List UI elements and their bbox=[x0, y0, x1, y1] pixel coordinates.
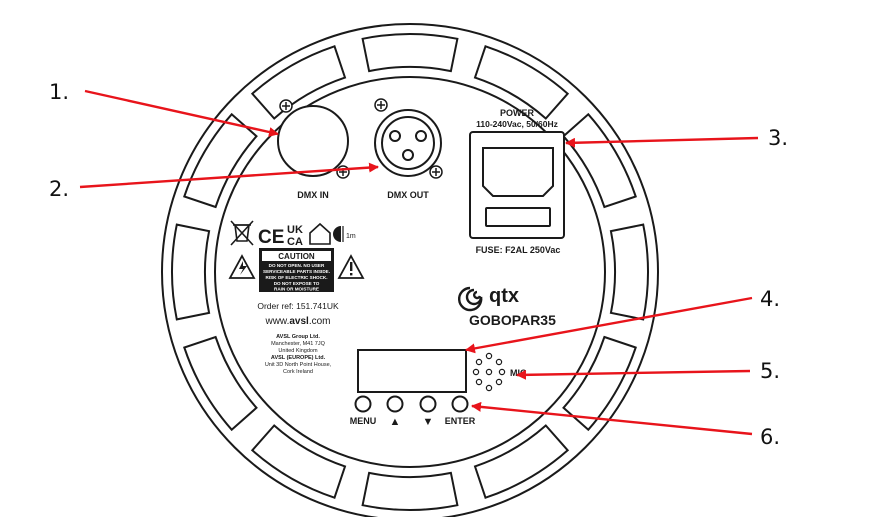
callout-5: 5. bbox=[760, 359, 780, 383]
menu-button[interactable]: MENU bbox=[350, 395, 377, 427]
qtx-logo-icon bbox=[458, 286, 483, 312]
address-line: AVSL (EUROPE) Ltd. bbox=[271, 355, 326, 361]
ce-mark-icon: CE bbox=[258, 227, 284, 248]
enter-button[interactable]: ENTER bbox=[445, 395, 476, 427]
mic-grille bbox=[472, 352, 506, 392]
iec-socket-icon bbox=[469, 131, 565, 239]
dmx-in-label: DMX IN bbox=[297, 190, 329, 200]
caution-line: SERVICEABLE PARTS INSIDE. bbox=[263, 269, 330, 274]
inner-face bbox=[214, 76, 606, 468]
logo-text: qtx bbox=[489, 285, 519, 307]
arrow-2 bbox=[79, 162, 379, 189]
callout-arrows bbox=[79, 89, 759, 436]
caution-panel: CAUTION DO NOT OPEN. NO USER SERVICEABLE… bbox=[228, 248, 365, 292]
address-line: Cork Ireland bbox=[283, 369, 313, 375]
website: www.avsl.com bbox=[264, 316, 330, 327]
vent-slot bbox=[250, 45, 347, 120]
order-ref: Order ref: 151.741UK bbox=[257, 301, 339, 311]
vent-slot bbox=[562, 112, 637, 209]
screw-icon bbox=[279, 99, 293, 113]
callout-3: 3. bbox=[768, 126, 788, 150]
outer-rim bbox=[161, 23, 659, 517]
dmx-in-socket[interactable]: DMX IN bbox=[277, 99, 350, 200]
enter-label: ENTER bbox=[445, 416, 476, 426]
arrow-6 bbox=[471, 401, 753, 436]
xlr-socket-icon bbox=[374, 109, 442, 177]
address-line: United Kingdom bbox=[278, 348, 318, 354]
ukca-mark-top: UK bbox=[287, 224, 303, 236]
compliance-marks: CE UK CA 1m bbox=[230, 220, 356, 248]
distance-label: 1m bbox=[346, 233, 356, 240]
arrow-4 bbox=[465, 296, 753, 354]
vent-slots bbox=[171, 33, 649, 511]
arrow-5 bbox=[516, 369, 751, 380]
caution-line: DO NOT OPEN. NO USER bbox=[269, 263, 325, 268]
callout-4: 4. bbox=[760, 287, 780, 311]
caution-line: RAIN OR MOISTURE bbox=[274, 287, 319, 292]
manufacturer-info: Order ref: 151.741UK www.avsl.com AVSL G… bbox=[257, 301, 339, 375]
callout-2: 2. bbox=[49, 177, 69, 201]
address-line: AVSL Group Ltd. bbox=[276, 334, 320, 340]
power-inlet[interactable]: POWER 110-240Vac, 50/60Hz FUSE: F2AL 250… bbox=[469, 108, 565, 255]
dmx-out-socket[interactable]: DMX OUT bbox=[374, 98, 443, 200]
up-button[interactable]: ▲ bbox=[386, 395, 404, 429]
caution-title: CAUTION bbox=[278, 252, 315, 261]
fuse-label: FUSE: F2AL 250Vac bbox=[476, 245, 561, 255]
vent-slot bbox=[361, 33, 459, 73]
warning-triangle-icon bbox=[228, 254, 256, 279]
power-title: POWER bbox=[500, 108, 535, 118]
weee-bin-icon bbox=[230, 220, 254, 246]
screw-icon bbox=[429, 165, 443, 179]
up-arrow-icon: ▲ bbox=[390, 416, 401, 428]
callout-labels: 1. 2. 3. 4. 5. 6. bbox=[49, 80, 788, 449]
vent-slot bbox=[609, 223, 649, 321]
housing-ring bbox=[161, 23, 659, 517]
dmx-in-ring bbox=[277, 105, 349, 177]
dmx-out-label: DMX OUT bbox=[387, 190, 429, 200]
caution-line: DO NOT EXPOSE TO bbox=[274, 281, 320, 286]
power-spec: 110-240Vac, 50/60Hz bbox=[476, 119, 558, 129]
vent-slot bbox=[250, 424, 347, 499]
screw-icon bbox=[336, 165, 350, 179]
caution-line: RISK OF ELECTRIC SHOCK. bbox=[265, 275, 327, 280]
address-line: Unit 3D North Point House, bbox=[265, 362, 332, 368]
distance-icon: 1m bbox=[333, 226, 356, 242]
vent-slot bbox=[473, 424, 570, 499]
menu-label: MENU bbox=[350, 416, 377, 426]
vent-slot bbox=[361, 471, 459, 511]
callout-1: 1. bbox=[49, 80, 69, 104]
model-name: GOBOPAR35 bbox=[469, 312, 556, 328]
vent-slot bbox=[562, 335, 637, 432]
down-arrow-icon: ▼ bbox=[423, 416, 434, 428]
mic-label: MIC bbox=[510, 368, 527, 378]
brand-block: qtx GOBOPAR35 bbox=[458, 285, 556, 328]
vent-slot bbox=[171, 223, 211, 321]
vent-slot bbox=[183, 335, 258, 432]
led-display bbox=[357, 349, 467, 393]
screw-icon bbox=[374, 98, 388, 112]
address-line: Manchester, M41 7JQ bbox=[271, 341, 326, 347]
warning-triangle-icon bbox=[337, 254, 365, 279]
vent-slot bbox=[183, 112, 258, 209]
arrow-3 bbox=[565, 136, 759, 148]
down-button[interactable]: ▼ bbox=[419, 395, 437, 429]
indoor-use-icon bbox=[309, 222, 331, 245]
caution-title-band bbox=[262, 251, 331, 261]
arrow-1 bbox=[84, 89, 279, 137]
callout-6: 6. bbox=[760, 425, 780, 449]
control-buttons: MENU ▲ ▼ ENTER bbox=[350, 395, 476, 429]
vent-slot bbox=[473, 45, 570, 120]
ukca-mark-bottom: CA bbox=[287, 236, 303, 248]
